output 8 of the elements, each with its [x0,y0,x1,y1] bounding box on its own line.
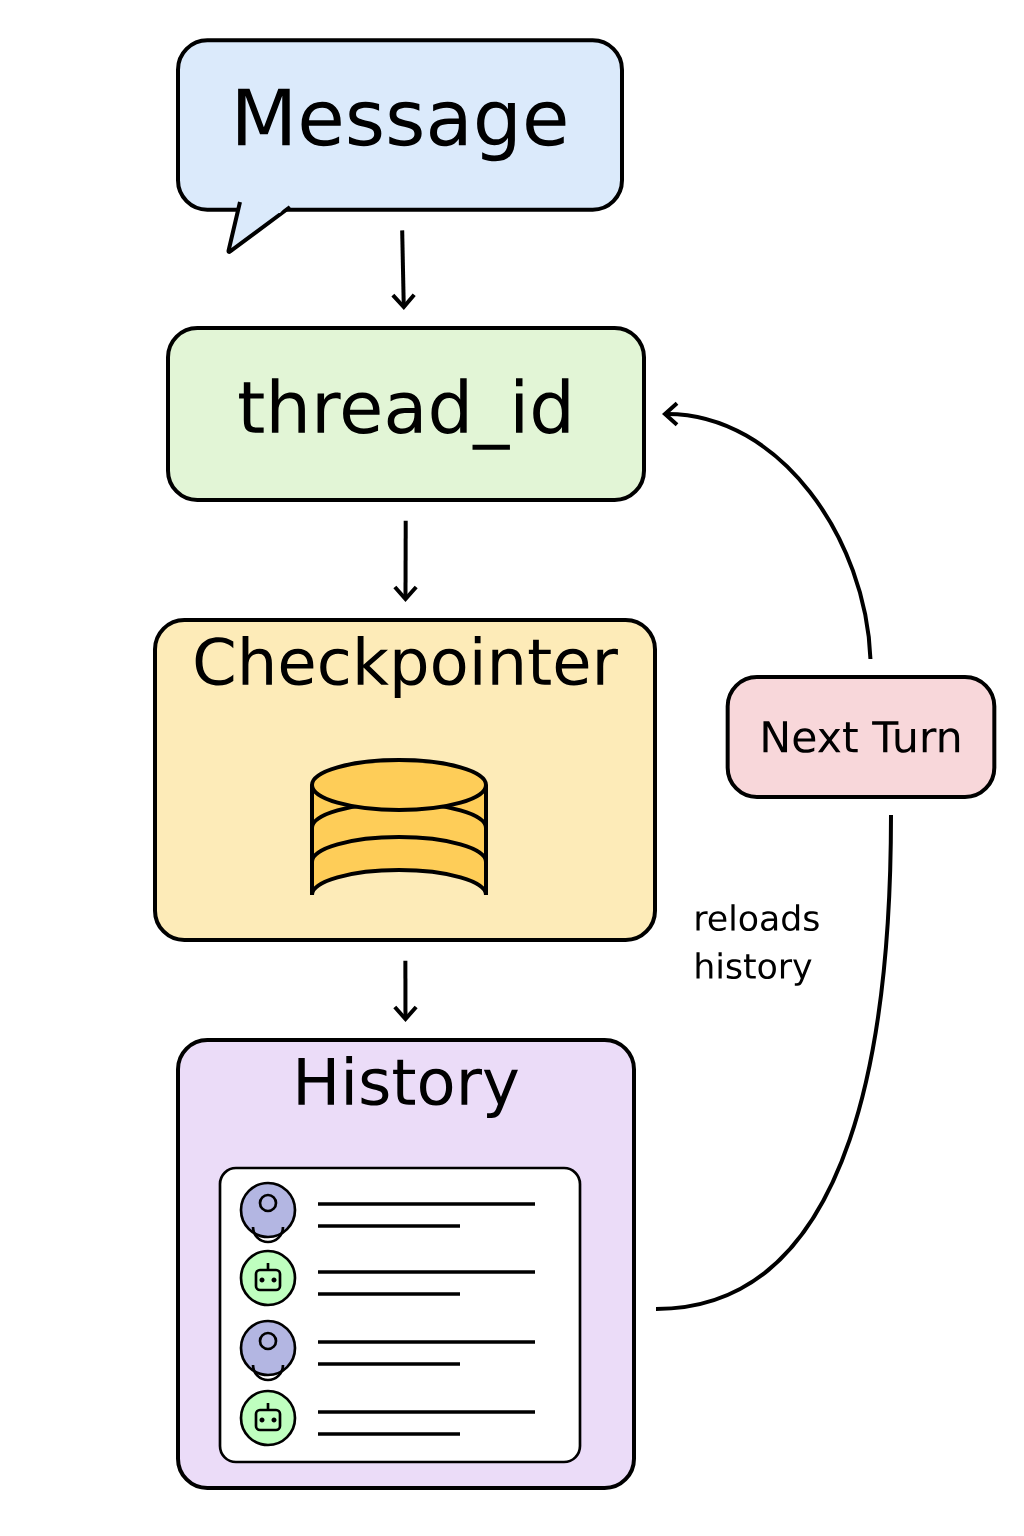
arrow [393,960,418,1022]
process-box: thread_id [166,326,646,502]
arrow [393,520,418,602]
arrow [391,230,416,311]
turn-box: Next Turn [725,675,997,799]
edge-label: reloads history [696,904,819,986]
speech-bubble: Message [176,38,624,254]
arrow [662,401,873,660]
